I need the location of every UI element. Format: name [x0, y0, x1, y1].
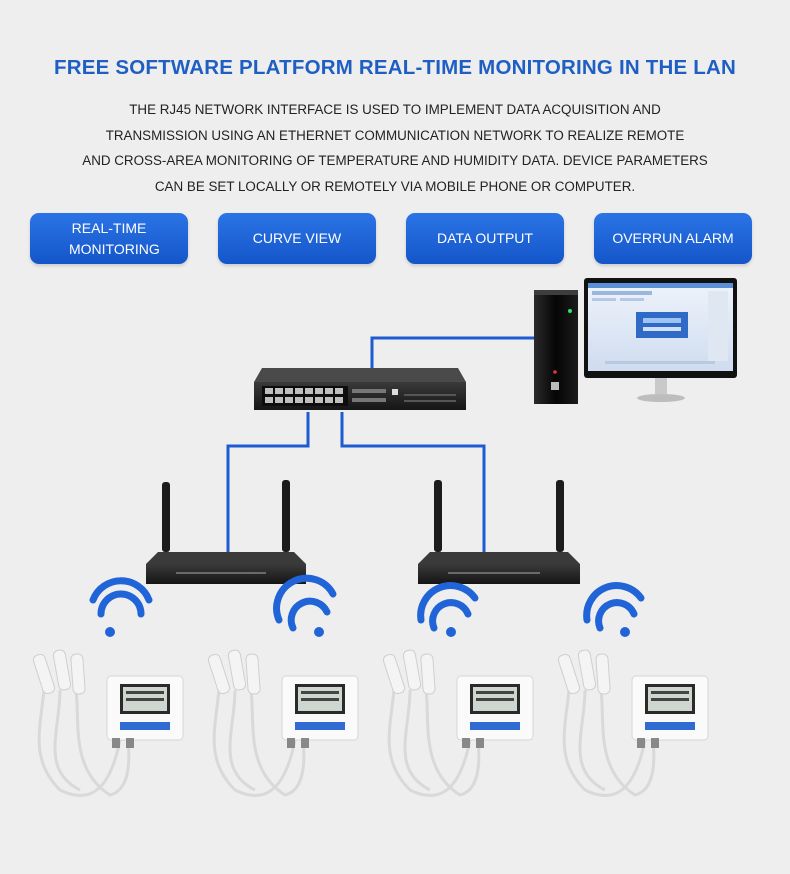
wifi-icon [273, 574, 337, 637]
wifi-icon [417, 582, 479, 637]
temperature-humidity-logger-icon [207, 649, 359, 797]
description-line: THE RJ45 NETWORK INTERFACE IS USED TO IM… [129, 102, 661, 117]
feature-realtime-monitoring-button[interactable]: REAL-TIME MONITORING [30, 213, 188, 264]
feature-overrun-alarm-button[interactable]: OVERRUN ALARM [594, 213, 752, 264]
wifi-icon [89, 577, 153, 637]
description-line: TRANSMISSION USING AN ETHERNET COMMUNICA… [105, 127, 685, 143]
network-cables [226, 336, 534, 554]
description-line: AND CROSS-AREA MONITORING OF TEMPERATURE… [82, 153, 708, 168]
feature-label: DATA OUTPUT [437, 230, 533, 246]
cable-switch-to-computer [370, 336, 534, 368]
description-line: CAN BE SET LOCALLY OR REMOTELY VIA MOBIL… [154, 178, 636, 194]
page-title: FREE SOFTWARE PLATFORM REAL-TIME MONITOR… [54, 56, 736, 79]
cable-switch-to-router-right [340, 412, 486, 554]
cable-switch-to-router-left [226, 412, 310, 554]
feature-label: REAL-TIME MONITORING [69, 219, 160, 257]
wifi-router-icon [418, 480, 580, 584]
monitor-icon [584, 278, 737, 402]
temperature-humidity-logger-icon [557, 649, 709, 797]
feature-label: OVERRUN ALARM [612, 230, 734, 246]
temperature-humidity-logger-icon [382, 649, 534, 797]
wifi-router-icon [146, 480, 306, 584]
wifi-icon [583, 582, 645, 637]
temperature-humidity-logger-icon [32, 649, 184, 797]
description: THE RJ45 NETWORK INTERFACE IS USED TO IM… [40, 97, 750, 199]
feature-curve-view-button[interactable]: CURVE VIEW [218, 213, 376, 264]
feature-data-output-button[interactable]: DATA OUTPUT [406, 213, 564, 264]
feature-label: CURVE VIEW [252, 230, 342, 246]
computer-tower-icon [534, 290, 578, 404]
network-switch-icon [254, 368, 466, 410]
